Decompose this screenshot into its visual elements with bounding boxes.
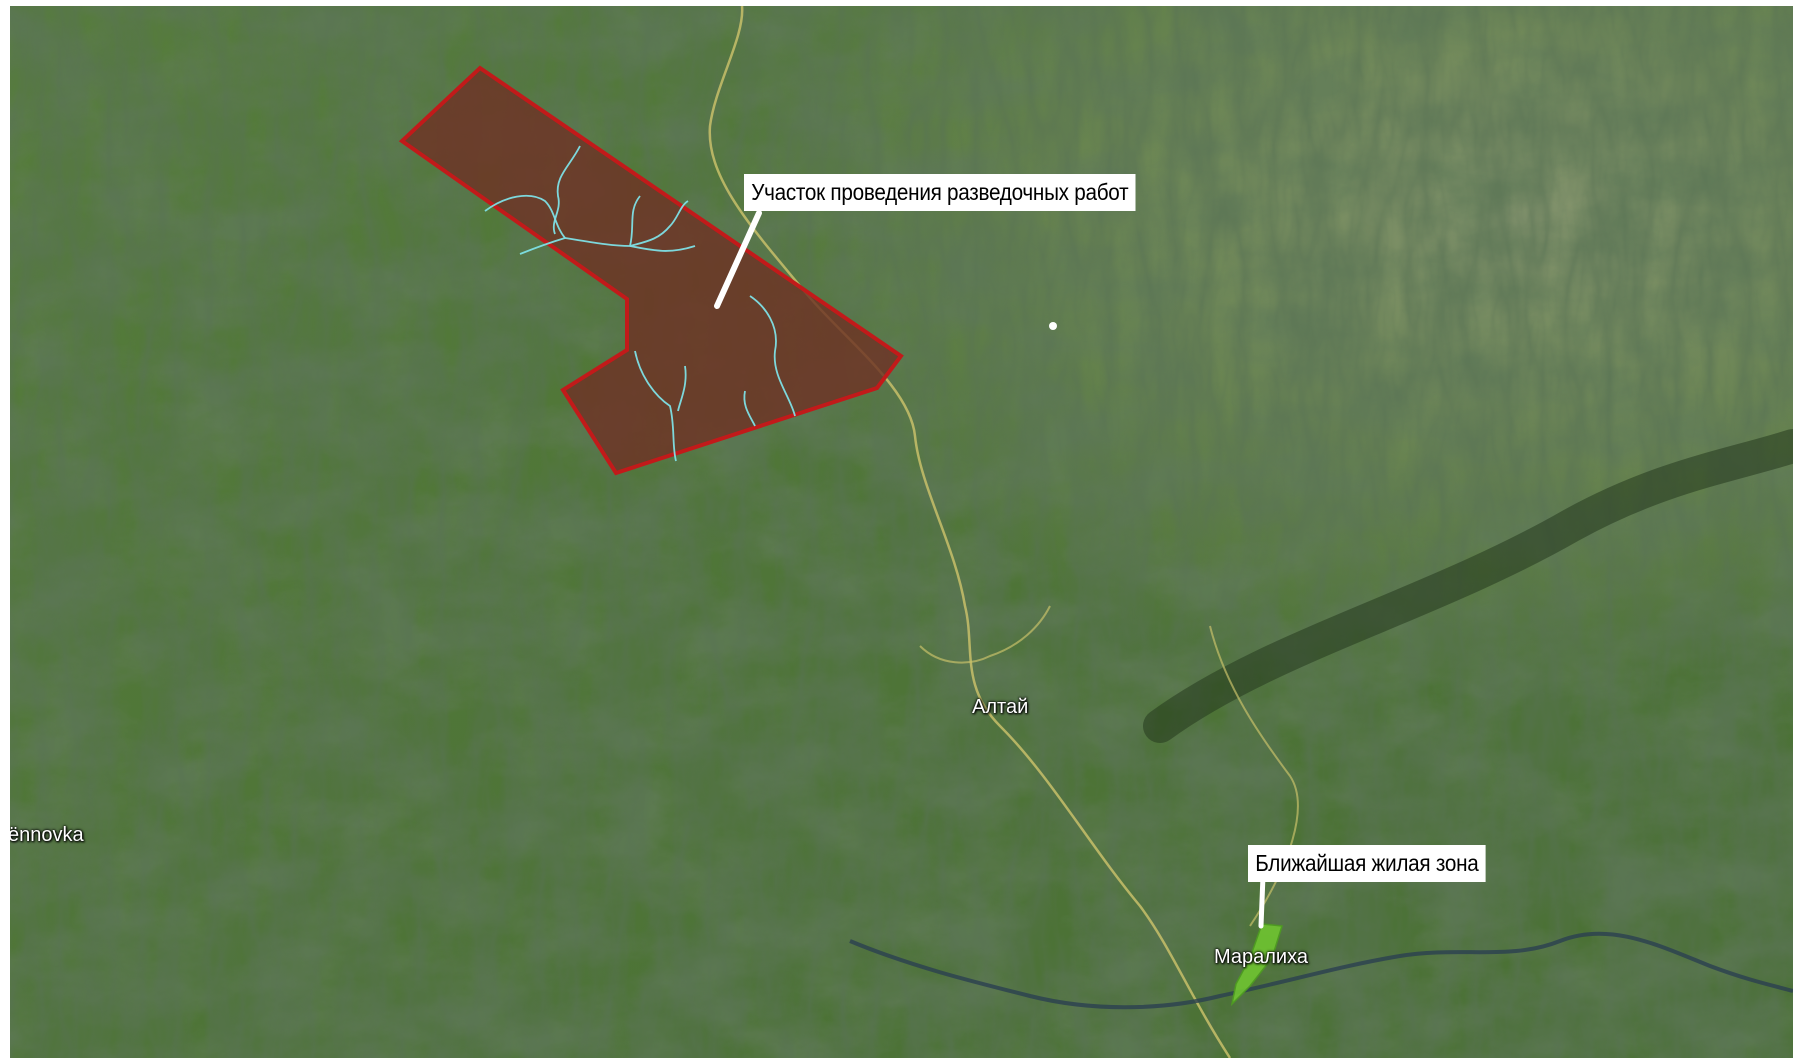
- callout-pointer-residential: [1258, 873, 1266, 929]
- callout-pointer-area: [714, 210, 762, 309]
- map-point-marker[interactable]: [1049, 322, 1057, 330]
- place-label-maralikha[interactable]: Маралиха: [1214, 946, 1308, 968]
- road-branch-2: [919, 605, 1051, 664]
- settlement-area: [1230, 923, 1283, 1007]
- streams: [484, 145, 796, 462]
- place-label-left-edge[interactable]: ënnovka: [10, 824, 84, 846]
- map-canvas[interactable]: [10, 6, 1793, 1058]
- river: [849, 931, 1793, 1010]
- place-label-altai[interactable]: Алтай: [972, 696, 1029, 718]
- callout-nearest-residential: Ближайшая жилая зона: [1248, 845, 1486, 882]
- river-valley: [1143, 429, 1793, 743]
- satellite-map[interactable]: Участок проведения разведочных работ Бли…: [10, 6, 1793, 1058]
- road-main: [708, 6, 1232, 1058]
- callout-exploration-area: Участок проведения разведочных работ: [744, 174, 1136, 211]
